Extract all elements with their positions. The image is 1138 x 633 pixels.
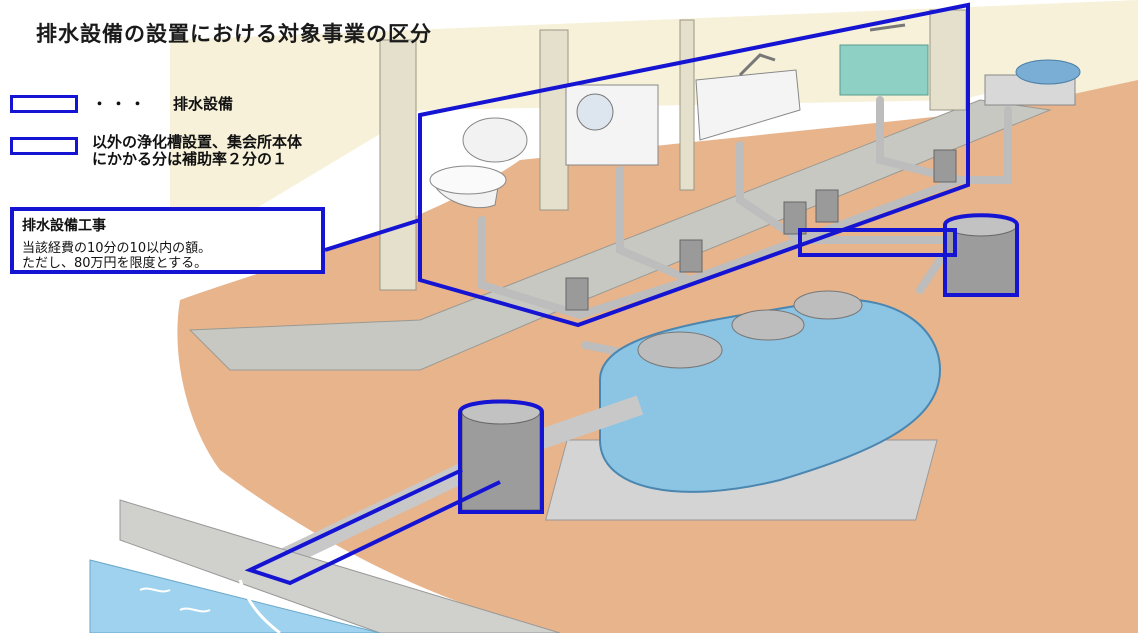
legend-item-drainage: ・・・ 排水設備 [10,93,233,114]
legend-dots: ・・・ [92,95,150,113]
scope-outline-outlet [244,468,501,586]
wall-panel-far [929,9,967,111]
legend-swatch-other [10,137,78,155]
drainage-work-callout: 排水設備工事 当該経費の10分の10以内の額。 ただし、80万円を限度とする。 [10,207,325,274]
legend-swatch-drainage [10,94,78,113]
callout-heading: 排水設備工事 [22,218,106,234]
scope-outline-manhole-lower [458,399,544,514]
wall-panel-mid [539,29,569,211]
legend-item-other: 以外の浄化槽設置、集会所本体 にかかる分は補助率２分の１ [10,134,302,171]
callout-line2: ただし、80万円を限度とする。 [22,256,208,271]
scope-outline-connector [324,218,421,252]
small-tank-upper-right [984,59,1081,106]
callout-line1: 当該経費の10分の10以内の額。 [22,241,212,256]
toilet [429,117,528,209]
sink [695,53,801,141]
washing-machine [565,84,659,166]
wall-panel-left [379,39,417,291]
page-title: 排水設備の設置における対象事業の区分 [36,22,432,46]
scope-outline-indoor [418,2,970,328]
scope-outline-branch [798,228,957,257]
drainage-scope-outlines [244,2,1019,586]
legend-label-drainage: 排水設備 [173,95,234,113]
drain-inlets [565,149,957,311]
drain-pipes [478,96,1012,364]
scope-outline-manhole-upper [943,213,1019,297]
legend-label-other: 以外の浄化槽設置、集会所本体 にかかる分は補助率２分の１ [92,134,302,168]
vanity-cabinet [839,23,929,96]
legend-label-other-line2: にかかる分は補助率２分の１ [92,150,288,168]
septic-tank [545,290,942,521]
wall-panel-right [679,19,695,191]
legend-label-other-line1: 以外の浄化槽設置、集会所本体 [92,133,303,151]
ditch [89,499,561,633]
